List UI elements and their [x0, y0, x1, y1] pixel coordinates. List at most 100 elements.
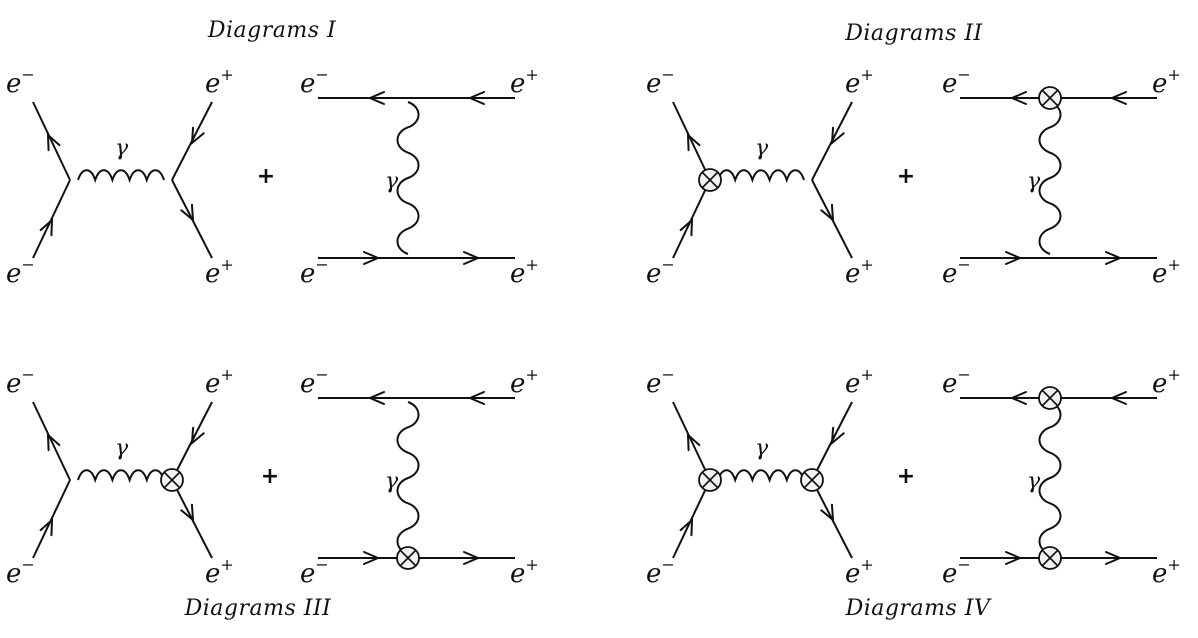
plus-sign: + — [257, 164, 275, 189]
fermion-arrow-icon — [686, 432, 701, 452]
electron-label: e− — [942, 65, 971, 99]
fermion-arrow-icon — [830, 426, 845, 446]
fermion-arrow-icon — [39, 517, 54, 537]
plus-sign: + — [897, 464, 915, 489]
otimes-insertion-icon — [1038, 386, 1062, 410]
electron-label: e− — [942, 555, 971, 589]
positron-label: e+ — [205, 255, 234, 289]
positron-label: e+ — [205, 365, 234, 399]
group-title: Diagrams I — [207, 18, 337, 43]
electron-line — [672, 401, 711, 481]
electron-label: e− — [300, 555, 329, 589]
photon-label: γ — [115, 136, 129, 161]
fermion-arrow-icon — [1105, 551, 1123, 565]
positron-label: e+ — [1152, 255, 1181, 289]
otimes-insertion-icon — [698, 468, 722, 492]
electron-line — [32, 479, 71, 559]
photon-propagator — [77, 169, 165, 184]
plus-sign: + — [261, 464, 279, 489]
electron-line — [672, 179, 711, 259]
fermion-arrow-icon — [46, 432, 61, 452]
fermion-arrow-icon — [1109, 91, 1127, 105]
fermion-arrow-icon — [367, 391, 385, 405]
positron-label: e+ — [845, 65, 874, 99]
fermion-arrow-icon — [180, 503, 195, 523]
photon-propagator — [396, 101, 420, 255]
positron-label: e+ — [510, 255, 539, 289]
electron-label: e− — [300, 365, 329, 399]
fermion-arrow-icon — [190, 426, 205, 446]
positron-label: e+ — [845, 555, 874, 589]
photon-propagator — [717, 169, 805, 184]
fermion-arrow-icon — [463, 251, 481, 265]
exchange-diagram: γe−e−e+e+ — [300, 65, 539, 289]
photon-label: γ — [1027, 169, 1041, 194]
annihilation-diagram: γe−e−e+e+ — [646, 65, 874, 289]
electron-line — [672, 101, 711, 181]
electron-label: e− — [942, 365, 971, 399]
fermion-arrow-icon — [1105, 251, 1123, 265]
fermion-arrow-icon — [363, 251, 381, 265]
photon-label: γ — [755, 436, 769, 461]
positron-label: e+ — [510, 365, 539, 399]
fermion-arrow-icon — [1009, 391, 1027, 405]
exchange-diagram: γe−e−e+e+ — [942, 365, 1181, 589]
otimes-insertion-icon — [1038, 86, 1062, 110]
fermion-arrow-icon — [1005, 551, 1023, 565]
fermion-arrow-icon — [363, 551, 381, 565]
fermion-arrow-icon — [679, 517, 694, 537]
photon-propagator — [396, 401, 420, 555]
otimes-insertion-icon — [1038, 546, 1062, 570]
annihilation-diagram: γ e− e− e+ e+ — [646, 365, 874, 589]
positron-label: e+ — [205, 65, 234, 99]
plus-sign: + — [897, 164, 915, 189]
electron-label: e− — [646, 65, 675, 99]
fermion-arrow-icon — [367, 91, 385, 105]
electron-label: e− — [6, 65, 35, 99]
fermion-arrow-icon — [39, 217, 54, 237]
electron-label: e− — [646, 555, 675, 589]
otimes-insertion-icon — [396, 546, 420, 570]
fermion-arrow-icon — [180, 203, 195, 223]
otimes-insertion-icon — [698, 168, 722, 192]
photon-label: γ — [385, 469, 399, 494]
positron-label: e+ — [510, 555, 539, 589]
electron-label: e− — [6, 365, 35, 399]
photon-propagator — [77, 469, 165, 484]
positron-label: e+ — [1152, 555, 1181, 589]
electron-label: e− — [300, 65, 329, 99]
electron-label: e− — [646, 255, 675, 289]
otimes-insertion-icon — [160, 468, 184, 492]
fermion-arrow-icon — [46, 132, 61, 152]
fermion-arrow-icon — [1005, 251, 1023, 265]
fermion-arrow-icon — [467, 91, 485, 105]
group-title: Diagrams IV — [845, 596, 992, 621]
positron-label: e+ — [1152, 65, 1181, 99]
electron-label: e− — [942, 255, 971, 289]
group-title: Diagrams III — [184, 596, 333, 621]
fermion-arrow-icon — [820, 503, 835, 523]
electron-line — [672, 479, 711, 559]
photon-label: γ — [755, 136, 769, 161]
electron-line — [32, 179, 71, 259]
fermion-arrow-icon — [1009, 91, 1027, 105]
exchange-diagram: γ e− e− e+ e+ — [300, 365, 539, 589]
positron-label: e+ — [510, 65, 539, 99]
exchange-diagram: γ e− e− e+ e+ — [942, 65, 1181, 289]
fermion-arrow-icon — [679, 217, 694, 237]
otimes-insertion-icon — [800, 468, 824, 492]
fermion-arrow-icon — [467, 391, 485, 405]
photon-propagator — [1038, 101, 1062, 255]
electron-label: e− — [646, 365, 675, 399]
electron-label: e− — [6, 255, 35, 289]
positron-label: e+ — [845, 365, 874, 399]
group-title: Diagrams II — [844, 21, 983, 46]
electron-label: e− — [6, 555, 35, 589]
photon-propagator — [1038, 401, 1062, 555]
annihilation-diagram: γe−e−e+e+ — [6, 365, 234, 589]
fermion-arrow-icon — [463, 551, 481, 565]
photon-label: γ — [385, 169, 399, 194]
fermion-arrow-icon — [686, 132, 701, 152]
positron-label: e+ — [205, 555, 234, 589]
